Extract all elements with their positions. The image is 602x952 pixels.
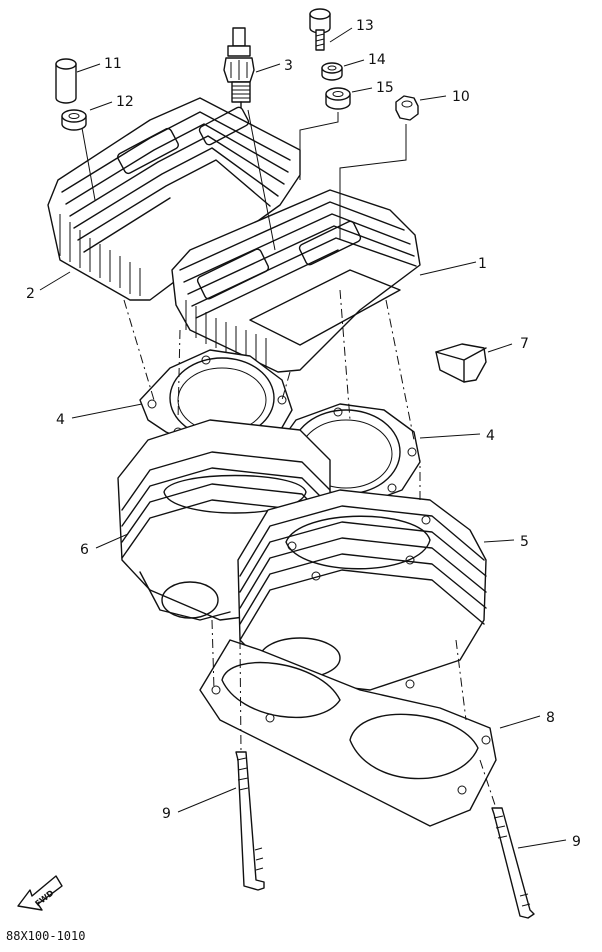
callout-5: 5 [520, 534, 529, 550]
callout-7: 7 [520, 336, 529, 352]
callout-11: 11 [104, 56, 122, 72]
callout-12: 12 [116, 94, 134, 110]
callout-4-rear: 4 [56, 412, 65, 428]
bolt-13 [309, 8, 331, 51]
callout-8: 8 [546, 710, 555, 726]
spark-plug [223, 27, 255, 109]
drawing-code: 88X100-1010 [6, 929, 85, 943]
rubber-cap-7 [435, 343, 487, 383]
callout-9-left: 9 [162, 806, 171, 822]
collar-11 [55, 58, 77, 104]
cylinder-front [237, 489, 487, 691]
callout-10: 10 [452, 89, 470, 105]
stud-bolt-right [491, 807, 535, 919]
washer-14 [321, 62, 343, 81]
callout-9-right: 9 [572, 834, 581, 850]
cylinder-head-rear [47, 97, 301, 301]
nut-10 [395, 95, 419, 121]
washer-15 [325, 87, 351, 110]
cylinder-head-front [171, 189, 421, 373]
callout-15: 15 [376, 80, 394, 96]
callout-14: 14 [368, 52, 386, 68]
stud-bolt-left [235, 751, 265, 891]
forward-arrow-icon: FWD [17, 875, 63, 911]
callout-3: 3 [284, 58, 293, 74]
callout-1: 1 [478, 256, 487, 272]
callout-13: 13 [356, 18, 374, 34]
callout-2: 2 [26, 286, 35, 302]
base-gasket [199, 639, 497, 827]
washer-12 [61, 109, 87, 131]
callout-6: 6 [80, 542, 89, 558]
callout-4-front: 4 [486, 428, 495, 444]
